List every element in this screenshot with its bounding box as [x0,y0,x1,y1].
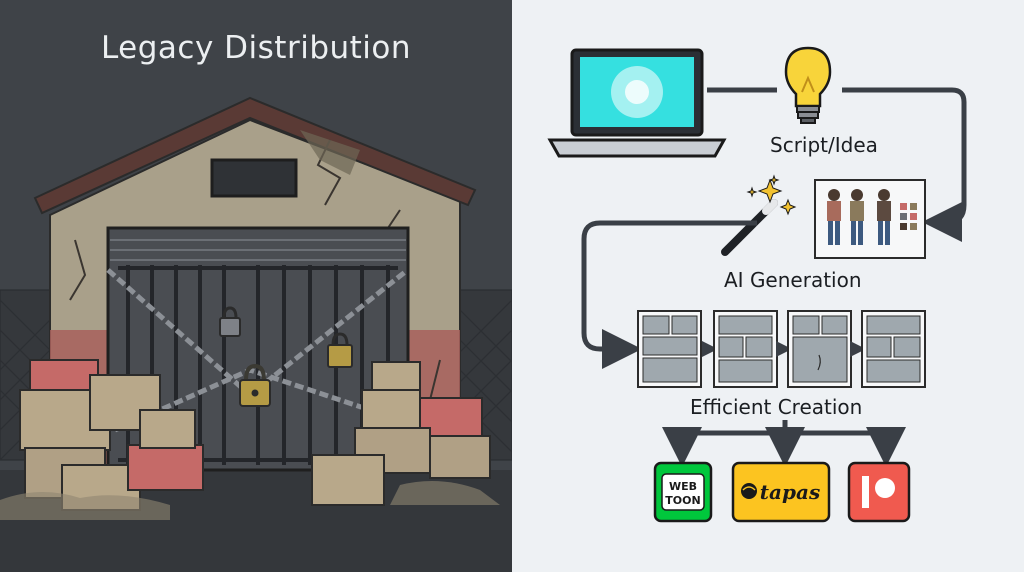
workflow-diagram: WEB TOON tapas [547,46,967,523]
padlock-icon [239,363,271,407]
abandoned-boxes [19,359,491,511]
magic-wand-icon [721,174,797,256]
ai-workflow-panel: WEB TOON tapas Script/Idea AI Generation… [512,0,1024,572]
padlock-icon [219,306,241,337]
comic-panels [637,310,926,388]
webtoon-logo: WEB TOON [653,461,713,523]
distribution-arrows [662,420,906,467]
patreon-logo [847,461,911,523]
legacy-distribution-title: Legacy Distribution [100,30,412,66]
legacy-distribution-panel: Legacy Distribution [0,0,512,572]
ai-generation-label: AI Generation [724,268,862,292]
laptop-icon [547,48,727,158]
closed-warehouse-illustration [0,96,512,572]
character-sheet-icon [814,179,926,259]
lightbulb-icon [784,46,832,124]
webtoon-logo-line1: WEB [669,480,697,493]
webtoon-logo-line2: TOON [665,494,700,507]
tapas-logo: tapas [731,461,831,523]
efficient-creation-label: Efficient Creation [690,395,863,419]
script-idea-label: Script/Idea [770,133,878,157]
padlock-icon [327,332,353,368]
tapas-logo-text: tapas [760,480,820,504]
